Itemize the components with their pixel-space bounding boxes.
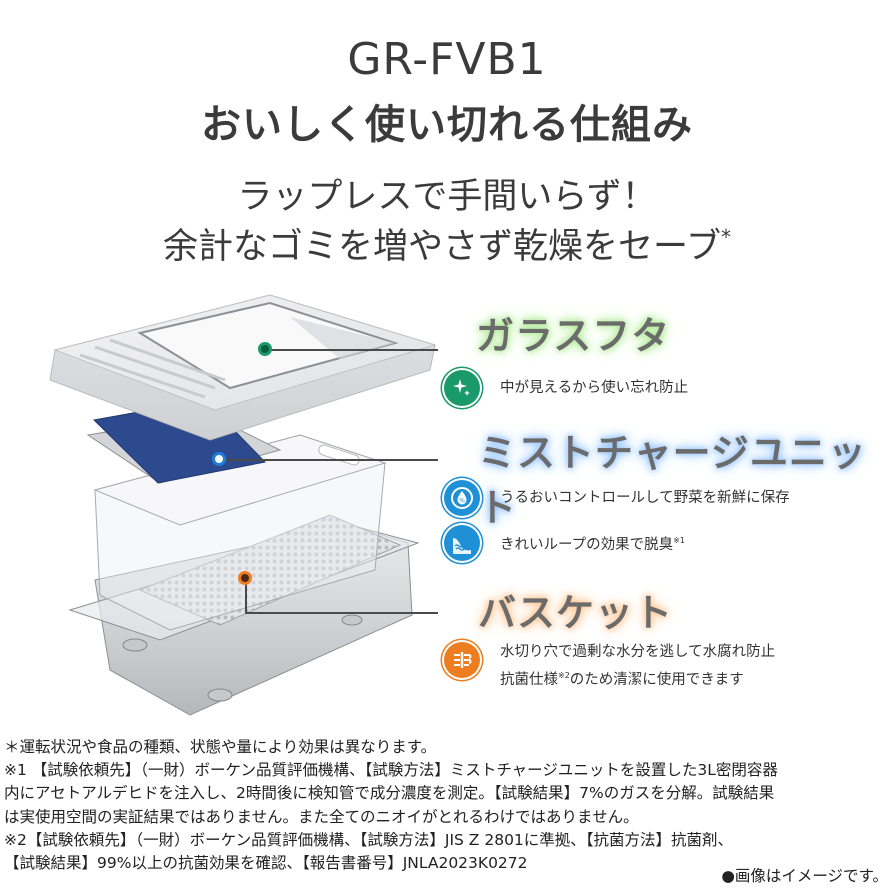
subtitle-line2: 余計なゴミを増やさず乾燥をセーブ*: [0, 218, 894, 269]
footnote-line: 内にアセトアルデヒドを注入し、2時間後に検知管で成分濃度を測定。【試験結果】7%…: [4, 784, 775, 803]
feature-text-line2-post: のため清潔に使用できます: [569, 672, 744, 688]
feature-text: 中が見えるから使い忘れ防止: [500, 380, 689, 396]
footnotes: ＊運転状況や食品の種類、状態や量により効果は異なります。 ※1 【試験依頼先】（…: [4, 736, 894, 875]
footnote-line: 【試験結果】99%以上の抗菌効果を確認、【報告書番号】JNLA2023K0272: [4, 854, 528, 873]
mist-unit-marker-dot: [212, 452, 226, 466]
feature-item-mist-unit-2: きれいループの効果で脱臭※1: [444, 525, 685, 561]
glass-lid-marker-dot: [258, 342, 272, 356]
feature-item-mist-unit-1: % うるおいコントロールして野菜を新鮮に保存: [444, 480, 790, 516]
footnote-ref-1: ※1: [673, 536, 685, 545]
footnote-ref-2: ※2: [558, 671, 570, 680]
feature-text-line2: 抗菌仕様※2のため清潔に使用できます: [500, 664, 775, 692]
leader-line-mist-unit: [220, 459, 438, 461]
feature-text-line2-pre: 抗菌仕様: [500, 672, 558, 688]
footnote-line: ※2【試験依頼先】（一財）ボーケン品質評価機構、【試験方法】JIS Z 2801…: [4, 830, 734, 849]
feature-text: きれいループの効果で脱臭※1: [500, 529, 685, 557]
footnote-line: ＊運転状況や食品の種類、状態や量により効果は異なります。: [4, 738, 437, 756]
feature-item-basket-1: 水切り穴で過剰な水分を逃して水腐れ防止 抗菌仕様※2のため清潔に使用できます: [444, 640, 775, 692]
footnote-line: ※1 【試験依頼先】（一財）ボーケン品質評価機構、【試験方法】ミストチャージユニ…: [4, 761, 778, 780]
subtitle-line1: ラップレスで手間いらず！: [237, 177, 657, 217]
product-illustration: [49, 294, 437, 716]
subtitle-line2-text: 余計なゴミを増やさず乾燥をセーブ: [163, 227, 721, 267]
basket-marker-dot: [238, 571, 252, 585]
heading-basket: バスケット: [478, 591, 674, 635]
feature-item-glass-lid-1: 中が見えるから使い忘れ防止: [444, 370, 688, 406]
heading-mist-charge-unit: ミストチャージユニット: [478, 431, 867, 530]
feature-text: 水切り穴で過剰な水分を逃して水腐れ防止 抗菌仕様※2のため清潔に使用できます: [500, 640, 775, 692]
model-number: GR-FVB1: [347, 34, 547, 85]
footnote-line: は実使用空間の実証結果ではありません。また全てのニオイがとれるわけではありません…: [4, 807, 639, 826]
humidity-control-icon: %: [444, 480, 480, 516]
drain-icon: [444, 642, 480, 678]
feature-text: うるおいコントロールして野菜を新鮮に保存: [500, 490, 790, 506]
image-disclaimer: ●画像はイメージです。: [721, 867, 888, 885]
page-title: おいしく使い切れる仕組み: [201, 102, 693, 148]
svg-text:%: %: [459, 498, 465, 505]
leader-line-glass-lid: [266, 349, 438, 351]
deodorize-icon: [444, 525, 480, 561]
leader-line-basket: [245, 612, 438, 614]
feature-text-line1: 水切り穴で過剰な水分を逃して水腐れ防止: [500, 644, 776, 660]
sparkle-icon: [444, 370, 480, 406]
heading-glass-lid: ガラスフタ: [476, 314, 671, 358]
feature-text-main: きれいループの効果で脱臭: [500, 537, 674, 553]
asterisk-mark: *: [720, 225, 731, 249]
leader-line-basket-vertical: [245, 580, 247, 613]
